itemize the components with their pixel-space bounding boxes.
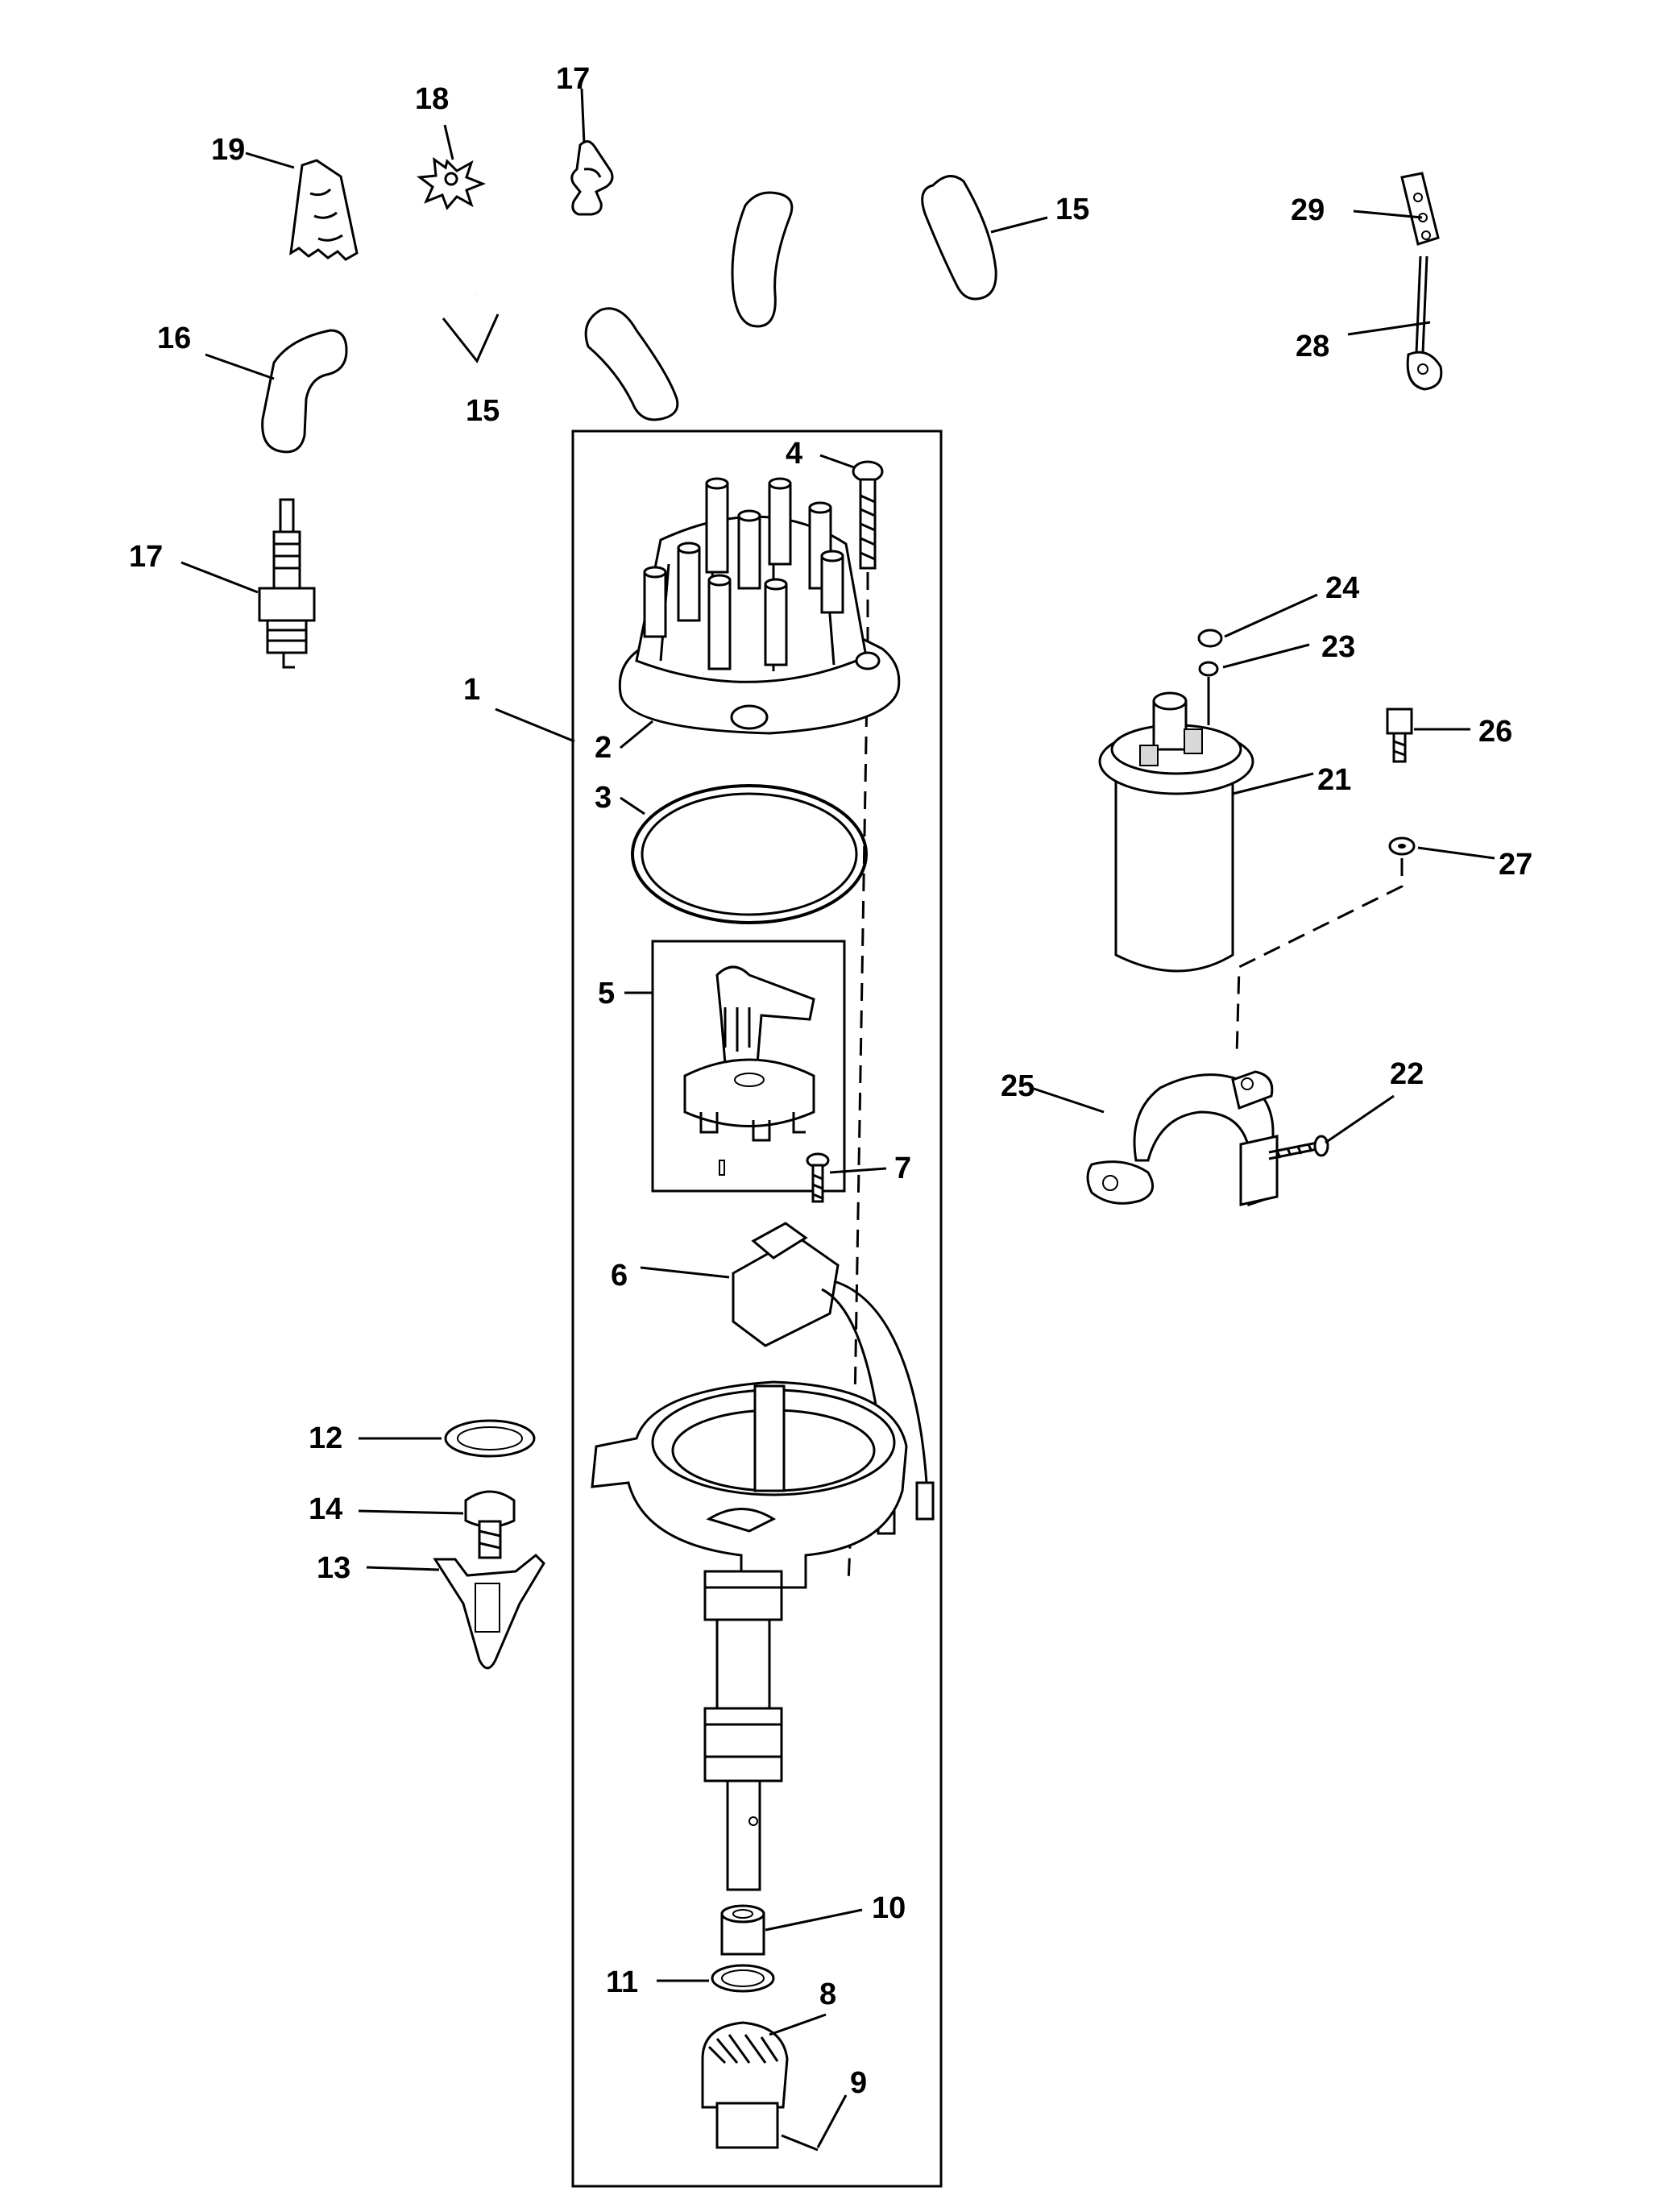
callout-21: 21 bbox=[1317, 763, 1351, 797]
part-10-bushing bbox=[720, 1904, 765, 1956]
part-24-nut bbox=[1197, 629, 1223, 648]
callout-8: 8 bbox=[819, 1978, 836, 2011]
distributor-assembly-box bbox=[571, 430, 943, 2188]
part-28-ground-strap bbox=[1406, 255, 1443, 391]
alignment-line-27 bbox=[1235, 858, 1404, 1056]
part-23-washer bbox=[1198, 661, 1219, 677]
callout-5: 5 bbox=[598, 977, 615, 1011]
part-15-spark-plug-wire-arch bbox=[731, 117, 997, 328]
callout-15-lower: 15 bbox=[466, 394, 500, 428]
callout-10: 10 bbox=[872, 1891, 906, 1925]
distributor-housing bbox=[591, 1380, 908, 1891]
part-17-spark-plug bbox=[258, 498, 316, 669]
part-21-ignition-coil bbox=[1098, 677, 1254, 973]
leader-lines bbox=[180, 88, 1495, 2148]
callout-26: 26 bbox=[1478, 715, 1512, 749]
callout-27: 27 bbox=[1499, 848, 1532, 882]
part-18-wire-clip bbox=[570, 140, 614, 216]
callout-12: 12 bbox=[309, 1421, 342, 1455]
callout-7: 7 bbox=[894, 1152, 911, 1185]
part-26-bolt bbox=[1386, 708, 1413, 763]
callout-16: 16 bbox=[157, 322, 191, 355]
callout-1: 1 bbox=[463, 673, 480, 707]
callout-28: 28 bbox=[1296, 330, 1329, 363]
part-14-hold-down-bolt bbox=[464, 1490, 516, 1559]
part-29-bracket bbox=[1400, 172, 1440, 246]
callout-24: 24 bbox=[1325, 571, 1359, 605]
part-20-wire-clip bbox=[289, 159, 359, 261]
part-8-drive-gear bbox=[701, 2021, 789, 2149]
callout-labels: 19 18 17 15 29 28 16 15 17 4 1 2 3 24 23… bbox=[129, 62, 1532, 2100]
part-16-plug-wire-with-boots bbox=[261, 288, 679, 454]
part-2-distributor-cap bbox=[618, 477, 901, 735]
part-9-roll-pin bbox=[781, 2134, 819, 2152]
callout-25: 25 bbox=[1001, 1069, 1035, 1103]
part-3-cap-seal bbox=[631, 784, 868, 924]
callout-3: 3 bbox=[595, 781, 612, 815]
part-12-washer bbox=[444, 1419, 536, 1458]
callout-22: 22 bbox=[1390, 1057, 1424, 1091]
callout-23: 23 bbox=[1321, 630, 1355, 664]
callout-2: 2 bbox=[595, 731, 612, 765]
part-11-washer bbox=[711, 1964, 775, 1993]
part-25-coil-bracket bbox=[1086, 1070, 1279, 1207]
part-22-screw bbox=[1268, 1135, 1329, 1160]
part-19-wire-separator bbox=[417, 156, 487, 210]
callout-13: 13 bbox=[317, 1551, 350, 1585]
part-4-cap-screw bbox=[852, 460, 884, 570]
callout-29: 29 bbox=[1291, 193, 1325, 227]
part-13-hold-down-clamp bbox=[433, 1553, 545, 1670]
callout-15-upper: 15 bbox=[1055, 193, 1089, 226]
callout-20: 19 bbox=[211, 133, 245, 167]
callout-18: 17 bbox=[556, 62, 590, 96]
callout-4: 4 bbox=[786, 437, 802, 471]
callout-19: 18 bbox=[415, 82, 449, 116]
part-5-rotor-kit bbox=[651, 940, 846, 1193]
callout-14: 14 bbox=[309, 1492, 342, 1526]
callout-6: 6 bbox=[611, 1259, 628, 1293]
callout-11: 11 bbox=[606, 1965, 638, 1999]
part-7-screw bbox=[806, 1152, 830, 1203]
callout-17: 17 bbox=[129, 540, 163, 574]
callout-9: 9 bbox=[850, 2066, 867, 2100]
part-27-washer bbox=[1388, 836, 1416, 856]
